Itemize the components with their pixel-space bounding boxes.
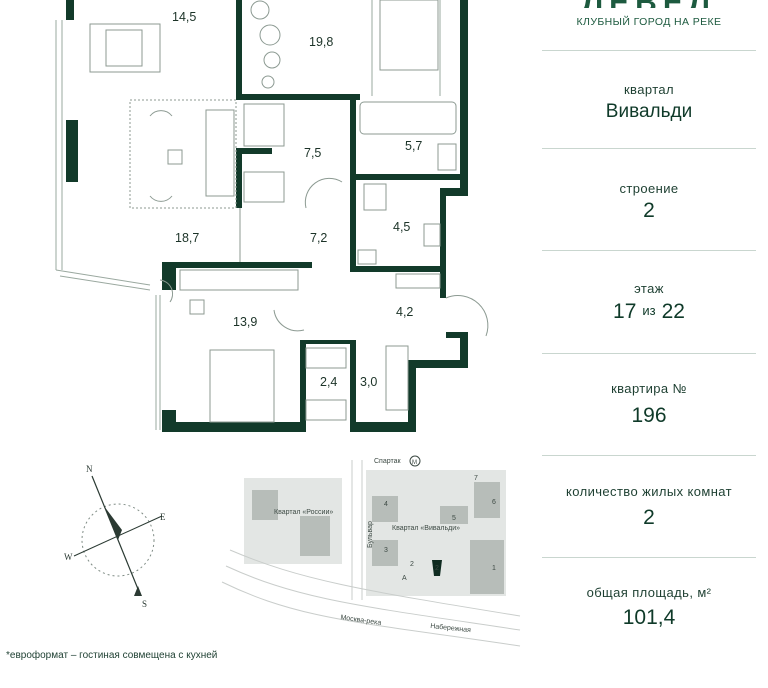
compass-east: E	[160, 512, 166, 522]
brand-subtitle: КЛУБНЫЙ ГОРОД НА РЕКЕ	[576, 16, 722, 28]
room-area-8: 4,2	[396, 305, 413, 319]
compass-west: W	[64, 552, 73, 562]
map-building-a: А	[402, 575, 407, 582]
room-area-6: 7,2	[310, 231, 327, 245]
floor-total: 22	[661, 300, 685, 323]
compass: N E S W	[64, 464, 166, 609]
building-label: строение	[619, 181, 679, 196]
map-building-2: 2	[410, 561, 414, 568]
map-building-5: 5	[452, 515, 456, 522]
map-river: Москва-река	[340, 614, 382, 627]
room-area-4: 7,5	[304, 146, 321, 160]
room-area-7: 4,5	[393, 220, 410, 234]
map-metro-label: Спартак	[374, 458, 401, 465]
building-value: 2	[643, 199, 655, 222]
district-label: квартал	[623, 82, 675, 97]
map-building-6: 6	[492, 499, 496, 506]
room-area-11: 3,0	[360, 375, 377, 389]
floor-of: из	[642, 303, 656, 318]
floor-value: 17 из 22	[530, 300, 768, 324]
room-area-5: 5,7	[405, 139, 422, 153]
district-value: Вивальди	[605, 101, 693, 122]
map-embankment: Набережная	[430, 622, 472, 634]
map-building-4: 4	[384, 501, 388, 508]
map-building-7: 7	[474, 475, 478, 482]
floor-plan: 14,5 19,8 18,7 7,5 5,7 7,2 4,5 4,2 13,9 …	[55, 0, 521, 647]
info-panel: ЛЕВЕЛ КЛУБНЫЙ ГОРОД НА РЕКЕ квартал Вива…	[530, 0, 768, 688]
rooms-label: количество жилых комнат	[566, 484, 732, 499]
map-district-rossii: Квартал «России»	[274, 509, 333, 516]
divider	[542, 250, 756, 251]
brand-logo: ЛЕВЕЛ	[530, 0, 768, 8]
map-district-vivaldi: Квартал «Вивальди»	[392, 525, 460, 532]
area-label: общая площадь, м²	[586, 585, 712, 600]
floor-label: этаж	[634, 281, 664, 296]
compass-north: N	[86, 464, 93, 474]
map-building-1: 1	[492, 565, 496, 572]
divider	[542, 557, 756, 558]
room-area-2: 19,8	[309, 35, 333, 49]
floor-current: 17	[613, 300, 637, 323]
room-area-10: 2,4	[320, 375, 337, 389]
plan-walls	[66, 0, 468, 432]
footnote: *евроформат – гостиная совмещена с кухне…	[6, 650, 218, 661]
plan-furniture	[89, 0, 489, 423]
apartment-value: 196	[631, 404, 667, 427]
apartment-label: квартира №	[611, 381, 687, 396]
map-boulevard: Бульвар	[367, 521, 374, 548]
area-value: 101,4	[622, 606, 676, 629]
metro-icon: М	[412, 460, 417, 466]
location-map: Спартак М Квартал «России» Квартал «Вива…	[221, 455, 521, 647]
room-area-3: 18,7	[175, 231, 199, 245]
compass-south: S	[142, 599, 147, 609]
map-building-current: 2	[435, 565, 439, 572]
rooms-value: 2	[643, 506, 655, 529]
divider	[542, 455, 756, 456]
map-building-3: 3	[384, 547, 388, 554]
room-area-9: 13,9	[233, 315, 257, 329]
plan-windows	[55, 0, 441, 430]
divider	[542, 353, 756, 354]
divider	[542, 148, 756, 149]
room-area-1: 14,5	[172, 10, 196, 24]
divider	[542, 50, 756, 51]
